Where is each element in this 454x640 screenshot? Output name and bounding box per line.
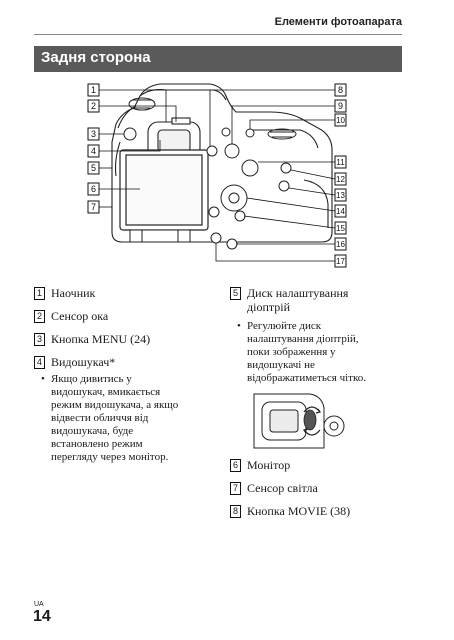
note-line: видошукачі не [247, 359, 315, 371]
item-number: 6 [230, 459, 241, 472]
viewfinder-note: • Якщо дивитись у видошукач, вмикається … [41, 373, 214, 464]
note-line: поки зображення у [247, 346, 336, 358]
callout-3: 3 [91, 129, 96, 139]
camera-body [111, 83, 333, 243]
language-code: UA [34, 601, 44, 608]
callout-10: 10 [336, 116, 345, 125]
list-item: 6 Монітор [230, 458, 408, 472]
note-line: видошукач, вмикається [51, 386, 161, 398]
page-number: 14 [33, 608, 51, 625]
item-label: Видошукач* [51, 355, 116, 369]
section-bar: Задня сторона [34, 46, 402, 72]
callout-1: 1 [91, 85, 96, 95]
list-item: 5 Диск налаштування діоптрій [230, 286, 408, 314]
callout-17: 17 [336, 257, 345, 266]
buttons [123, 127, 292, 250]
note-line: налаштування діоптрій, [247, 333, 359, 345]
item-label: Диск налаштування [247, 286, 349, 300]
note-line: встановлено режим [51, 438, 143, 450]
item-label: Сенсор ока [51, 309, 109, 323]
list-item: 4 Видошукач* [34, 355, 214, 369]
callout-4: 4 [91, 146, 96, 156]
list-item: 7 Сенсор світла [230, 481, 408, 495]
item-number: 5 [230, 287, 241, 300]
eyecup [147, 117, 201, 159]
callout-6: 6 [91, 184, 96, 194]
item-label: Монітор [247, 458, 291, 472]
note-line: перегляду через монітор. [51, 451, 169, 463]
note-line: режим видошукача, а якщо [51, 399, 179, 411]
callout-labels: 1 2 3 4 5 6 7 8 9 10 11 12 13 14 15 16 1… [87, 83, 347, 268]
callout-7: 7 [91, 202, 96, 212]
list-item: 1 Наочник [34, 286, 214, 300]
list-item: 2 Сенсор ока [34, 309, 214, 323]
item-number: 4 [34, 356, 45, 369]
list-item: 3 Кнопка MENU (24) [34, 332, 214, 346]
callout-16: 16 [336, 240, 345, 249]
bullet: • [41, 373, 45, 385]
top-dial-right [267, 128, 297, 140]
callout-11: 11 [336, 158, 345, 167]
callout-14: 14 [336, 207, 345, 216]
item-number: 3 [34, 333, 45, 346]
callout-13: 13 [336, 191, 345, 200]
diopter-note: • Регулюйте диск налаштування діоптрій, … [237, 320, 408, 385]
diopter-dial-illustration [253, 393, 345, 449]
callout-2: 2 [91, 101, 96, 111]
list-item: 8 Кнопка MOVIE (38) [230, 504, 408, 518]
item-number: 8 [230, 505, 241, 518]
item-label: Сенсор світла [247, 481, 318, 495]
camera-rear-diagram: 1 2 3 4 5 6 7 8 9 10 11 12 13 14 15 16 1… [87, 83, 347, 268]
right-column-lower: 6 Монітор 7 Сенсор світла 8 Кнопка MOVIE (3… [230, 458, 408, 527]
callout-8: 8 [338, 85, 343, 95]
section-title: Задня сторона [41, 49, 151, 66]
mode-dial [128, 97, 156, 111]
note-line: Регулюйте диск [247, 320, 322, 332]
bullet: • [237, 320, 241, 332]
callout-9: 9 [338, 101, 343, 111]
note-line: Якщо дивитись у [51, 373, 132, 385]
callout-5: 5 [91, 163, 96, 173]
running-header: Елементи фотоапарата [274, 16, 402, 28]
note-line: відображатиметься чітко. [247, 372, 367, 384]
leader-lines [99, 89, 336, 262]
note-line: відвести обличчя від [51, 412, 149, 424]
item-label: Кнопка MENU (24) [51, 332, 151, 346]
item-number: 7 [230, 482, 241, 495]
monitor-hinge [129, 229, 191, 243]
note-line: видошукача, буде [51, 425, 134, 437]
callout-12: 12 [336, 175, 345, 184]
header-rule [34, 34, 402, 35]
monitor [119, 149, 209, 231]
right-column: 5 Диск налаштування діоптрій • Регулюйте … [230, 286, 408, 395]
item-label: Наочник [51, 286, 96, 300]
item-number: 2 [34, 310, 45, 323]
left-column: 1 Наочник 2 Сенсор ока 3 Кнопка MENU (24) 4… [34, 286, 214, 474]
item-label-cont: діоптрій [247, 300, 291, 314]
item-number: 1 [34, 287, 45, 300]
callout-15: 15 [336, 224, 345, 233]
item-label: Кнопка MOVIE (38) [247, 504, 351, 518]
